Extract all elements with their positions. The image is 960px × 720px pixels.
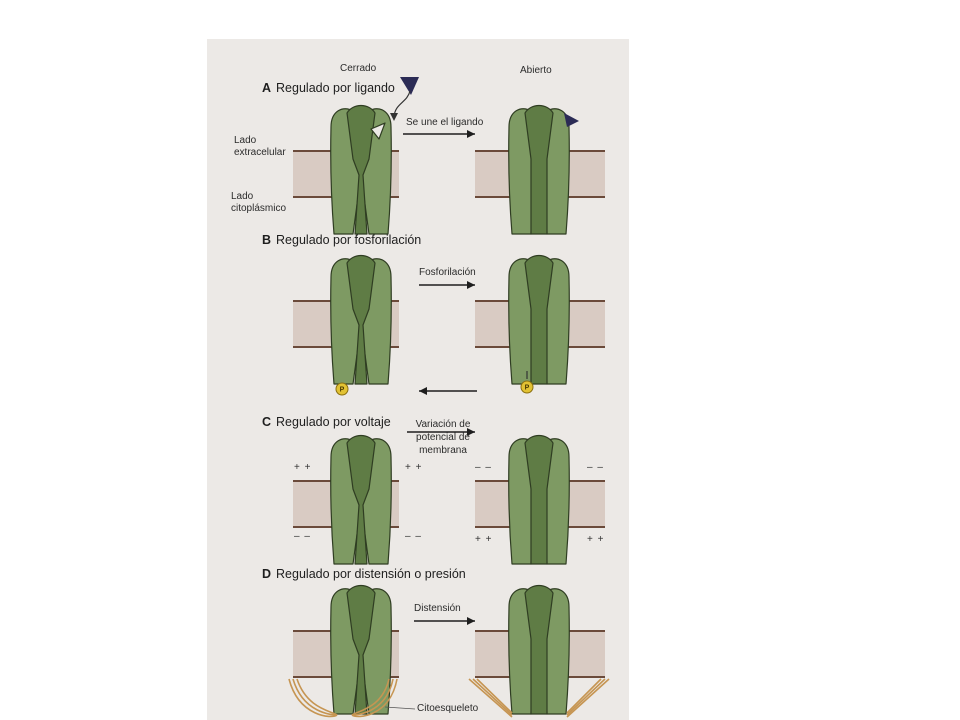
section-c-title-text: Regulado por voltaje [276,415,391,429]
cytoskeleton-fiber-right-1 [351,678,394,716]
phosphate-mark-text: P [525,385,530,392]
cytoskeleton-fiber-left-2 [288,678,338,718]
open-state-label: Abierto [520,65,552,76]
phosphate-open: P [520,380,534,394]
channel-center-subunit [524,254,554,385]
section-d-title: D Regulado por distensión o presión [262,567,466,581]
charge-closed-bottom-right: – – [405,531,422,542]
cytoskeleton-fiber-open-left-0 [476,678,513,714]
ligand-bound-icon [564,113,579,127]
channel-c-closed [330,434,392,565]
cytoskeleton-fiber-right-0 [351,678,390,716]
cytoskeleton-fiber-left-1 [292,678,338,716]
ligand-path-arrowhead [390,113,398,121]
section-c-letter: C [262,415,272,429]
cytoskeleton-fibers [288,678,610,718]
channel-center-subunit [346,254,376,385]
ligand-binding-notch [370,122,386,140]
charge-open-bottom-left: + + [475,534,493,545]
phosphate-mark-text: P [340,387,345,394]
channel-right-subunit [544,438,570,565]
cytoskeleton-fiber-open-right-0 [566,678,602,714]
charge-open-top-left: – – [475,462,492,473]
arrow-head [467,281,475,289]
section-a-title: A Regulado por ligando [262,81,395,95]
channel-left-subunit [508,258,534,385]
section-a-title-text: Regulado por ligando [276,81,395,95]
section-c-arrow-label: Variación de potencial de membrana [415,419,471,456]
arrow-head [467,617,475,625]
section-a-arrow-label: Se une el ligando [406,117,484,128]
closed-state-label: Cerrado [340,63,377,74]
section-b-title-text: Regulado por fosforilación [276,233,422,247]
charge-closed-top-left: + + [294,462,312,473]
channel-d-open [508,584,570,715]
channel-left-subunit [508,438,534,565]
channel-center-subunit [346,434,376,565]
section-d-title-text: Regulado por distensión o presión [276,567,466,581]
section-d-arrow-label: Distensión [414,603,461,614]
charge-open-top-right: – – [587,462,604,473]
channel-c-open [508,434,570,565]
cytoskeleton-fiber-right-2 [351,678,398,718]
channel-right-subunit [544,258,570,385]
arrow-d-forward [414,617,475,625]
phosphate-closed: P [335,382,349,396]
channel-center-subunit [346,584,376,715]
section-b-arrow-label: Fosforilación [419,267,476,278]
channel-left-subunit [508,108,534,235]
cytoskeleton-fiber-open-left-2 [468,678,513,718]
arrow-b-forward [419,281,475,289]
arrow-head [467,130,475,138]
channel-right-subunit [544,108,570,235]
cytoskeleton-fiber-left-0 [296,678,338,716]
channel-center-subunit [524,434,554,565]
cytoskeleton-leader-line [384,706,416,710]
arrow-b-reverse [419,387,477,395]
cytoskeleton-fiber-open-left-1 [472,678,513,716]
arrow-c-forward [407,428,475,436]
charge-open-bottom-right: + + [587,534,605,545]
cytoplasmic-side-label: Lado citoplásmico [231,191,287,214]
cytoskeleton-label: Citoesqueleto [417,703,479,714]
channel-right-subunit [544,588,570,715]
channel-a-open [508,104,570,235]
ligand-free-icon [400,77,419,95]
section-a-letter: A [262,81,272,95]
channel-a-closed [330,104,392,235]
channel-b-closed [330,254,392,385]
channel-center-subunit [524,104,554,235]
arrow-head [467,428,475,436]
phosphate-circle [335,382,349,396]
channel-center-subunit [524,584,554,715]
channel-d-closed [330,584,392,715]
section-b-letter: B [262,233,272,247]
section-c-title: C Regulado por voltaje [262,415,391,429]
channel-center-subunit [346,104,376,235]
section-d-letter: D [262,567,272,581]
phosphate-circle [520,380,534,394]
arrow-head [419,387,427,395]
cytoskeleton-fiber-open-right-1 [566,678,606,716]
charge-closed-bottom-left: – – [294,531,311,542]
charge-closed-top-right: + + [405,462,423,473]
arrow-a-forward [403,130,475,138]
section-b-title: B Regulado por fosforilación [262,233,421,247]
cytoskeleton-fiber-open-right-2 [566,678,610,718]
channel-b-open [508,254,570,385]
extracellular-side-label: Lado extracelular [234,135,286,158]
